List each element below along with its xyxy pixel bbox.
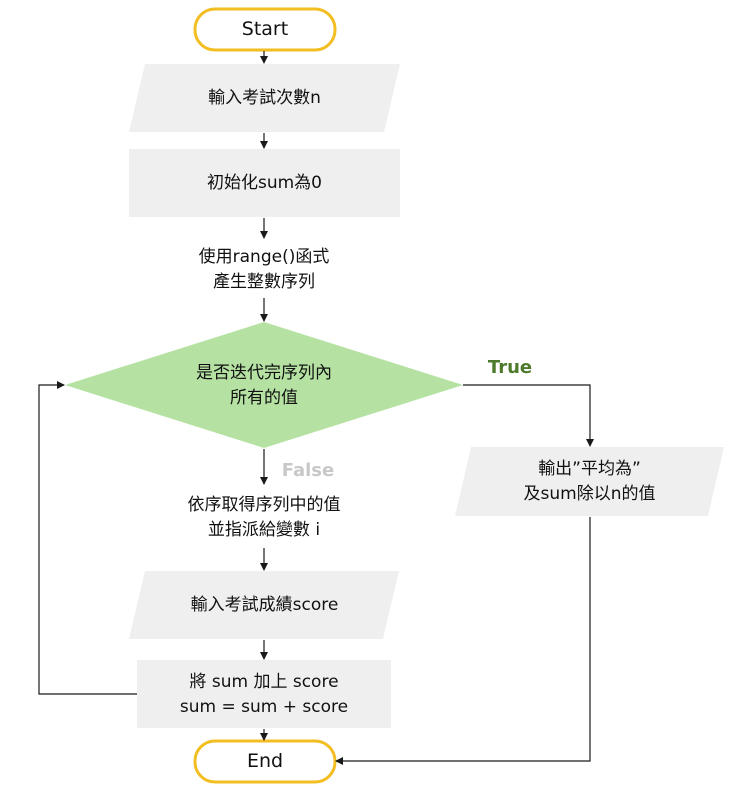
decision-label-line1: 是否迭代完序列內 — [196, 363, 332, 383]
decision-diamond — [65, 322, 463, 448]
add-label-line2: sum = sum + score — [179, 697, 349, 717]
add-score-box — [137, 660, 391, 728]
range-label-line1: 使用range()函式 — [198, 247, 330, 267]
loop-back-line — [38, 381, 137, 695]
add-label-line1: 將 sum 加上 score — [189, 672, 339, 692]
assign-label-line1: 依序取得序列中的值 — [187, 495, 341, 515]
false-branch-label: False — [281, 460, 335, 481]
start-terminal — [193, 7, 337, 52]
start-label: Start — [241, 18, 289, 40]
input-score-box — [129, 571, 399, 639]
init-sum-box — [129, 149, 400, 217]
init-sum-label: 初始化sum為0 — [206, 173, 322, 193]
arrow-decision-true — [463, 384, 594, 447]
assign-label-line2: 並指派給變數 i — [207, 520, 321, 540]
range-label-line2: 產生整數序列 — [213, 272, 315, 292]
arrow-output-to-end — [335, 517, 591, 765]
input-count-box — [129, 64, 400, 132]
end-label: End — [246, 750, 284, 772]
input-count-label: 輸入考試次數n — [208, 88, 321, 108]
decision-label-line2: 所有的值 — [230, 388, 298, 408]
true-branch-label: True — [487, 357, 533, 378]
output-label-line2: 及sum除以n的值 — [523, 484, 656, 504]
output-box — [455, 447, 724, 516]
output-label-line1: 輸出”平均為” — [538, 459, 641, 479]
input-score-label: 輸入考試成績score — [190, 595, 339, 615]
